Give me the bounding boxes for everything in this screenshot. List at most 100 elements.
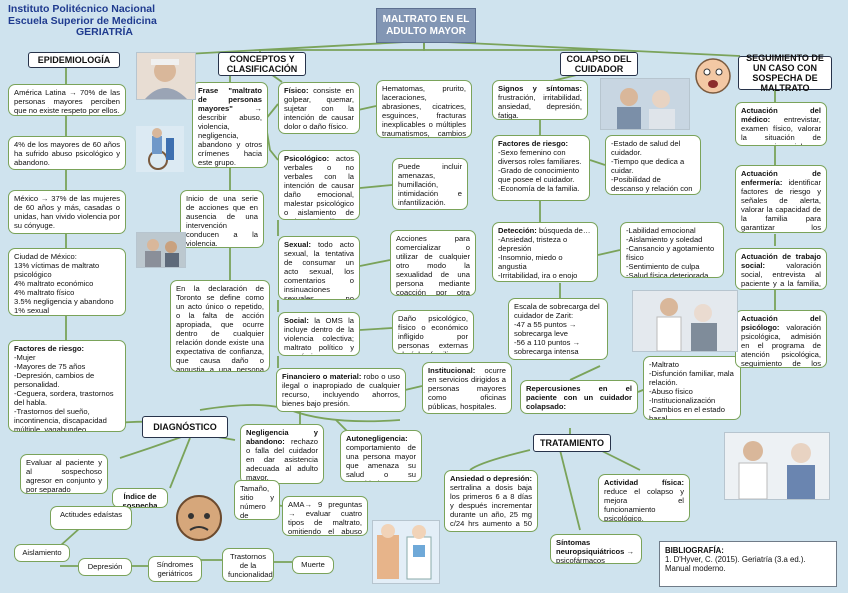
box-text: -Sexo femenino con diversos roles famili… — [498, 148, 582, 193]
tipo-autonegligencia: Autonegligencia: comportamiento de una p… — [340, 430, 422, 482]
diag-depresion: Depresión — [78, 558, 132, 576]
box-text: → psicofármacos — [556, 547, 635, 564]
box-label: Financiero o material: — [282, 372, 364, 381]
box-text: la OMS la incluye dentro de la violencia… — [284, 316, 354, 355]
tipo-psicologico: Psicológico: actos verbales o no verbale… — [278, 150, 360, 220]
tipo-social: Social: la OMS la incluye dentro de la v… — [278, 312, 360, 356]
box-label: Factores de riesgo: — [498, 139, 569, 148]
section-conceptos: CONCEPTOS Y CLASIFICACIÓN — [218, 52, 306, 76]
concepto-frase: Frase "maltrato de personas mayores" → d… — [192, 82, 268, 168]
caregiver-elder-photo — [600, 78, 690, 130]
box-label: Signos y síntomas: — [498, 84, 582, 93]
tipo-institucional: Institucional: ocurre en servicios dirig… — [422, 362, 512, 414]
fisico-ejemplos: Hematomas, prurito, laceraciones, abrasi… — [376, 80, 472, 138]
main-title: MALTRATO EN EL ADULTO MAYOR — [376, 8, 476, 43]
concepto-toronto: En la declaración de Toronto se define c… — [170, 280, 270, 372]
box-text: robo o uso ilegal o inapropiado de cualq… — [282, 372, 400, 408]
box-label: Frase "maltrato de personas mayores" — [198, 86, 262, 113]
colapso-factores: Factores de riesgo: -Sexo femenino con d… — [492, 135, 590, 201]
epi-mexico: México → 37% de las mujeres de 60 años y… — [8, 190, 126, 234]
subject-name: GERIATRÍA — [76, 26, 133, 38]
colapso-estado-salud: -Estado de salud del cuidador. -Tiempo q… — [605, 135, 701, 195]
colapso-signos: Signos y síntomas: frustración, irritabi… — [492, 80, 588, 120]
tipo-fisico: Físico: consiste en golpear, quemar, suj… — [278, 82, 360, 134]
box-label: Psicológico: — [284, 154, 336, 163]
box-text: identificar factores de riesgo y señales… — [741, 178, 821, 232]
institution-name: Instituto Politécnico Nacional — [8, 3, 156, 15]
box-text: valoración social, entrevista al pacient… — [741, 261, 821, 289]
psicologico-ejemplos: Puede incluir amenazas, humillación, int… — [392, 158, 468, 210]
box-text: ocurre en servicios dirigidos a personas… — [428, 366, 506, 411]
diag-trastornos: Trastornos de la funcionalidad — [222, 548, 274, 582]
actuacion-medico: Actuación del médico: entrevistar, exame… — [735, 102, 827, 146]
box-text: reduce el colapso y mejora el funcionami… — [604, 487, 684, 522]
tipo-sexual: Sexual: todo acto sexual, la tentativa d… — [278, 236, 360, 300]
colapso-deteccion-lista: -Labilidad emocional -Aislamiento y sole… — [620, 222, 724, 278]
diag-evaluar: Evaluar al paciente y al sospechoso agre… — [20, 454, 108, 494]
social-ejemplos: Daño psicológico, físico o económico inf… — [392, 310, 474, 354]
box-label: Factores de riesgo: — [14, 344, 85, 353]
box-label: Actuación de trabajo social: — [741, 252, 821, 270]
colapso-repercusiones: Repercusiones en el paciente con un cuid… — [520, 380, 638, 414]
doctor-consultation-photo — [724, 432, 830, 500]
actuacion-trabajo-social: Actuación de trabajo social: valoración … — [735, 248, 827, 290]
box-label: Sexual: — [284, 240, 318, 249]
tipo-negligencia: Negligencia y abandono: rechazo o falla … — [240, 424, 324, 484]
actuacion-enfermeria: Actuación de enfermería: identificar fac… — [735, 165, 827, 233]
box-text: entrevistar, examen físico, valorar la s… — [741, 115, 821, 145]
box-label: Institucional: — [428, 366, 485, 375]
diag-sindromes: Síndromes geriátricos — [148, 556, 202, 582]
doctor-patients-illustration — [372, 520, 440, 584]
diag-muerte: Muerte — [292, 556, 334, 574]
box-label: Físico: — [284, 86, 314, 95]
colapso-deteccion: Detección: búsqueda de… -Ansiedad, trist… — [492, 222, 598, 282]
institution-header: Instituto Politécnico Nacional Escuela S… — [8, 3, 157, 39]
epi-ciudad-mexico: Ciudad de México: 13% víctimas de maltra… — [8, 248, 126, 316]
box-text: sertralina a dosis baja los primeros 6 a… — [450, 483, 532, 531]
box-label: Actuación del psicólogo: — [741, 314, 821, 332]
section-epidemiologia: EPIDEMIOLOGÍA — [28, 52, 120, 68]
box-label: Síntomas neuropsiquiátricos — [556, 538, 627, 556]
bibliografia: BIBLIOGRAFÍA: 1. D'Hyver, C. (2015). Ger… — [659, 541, 837, 587]
box-label: Actuación de enfermería: — [741, 169, 821, 187]
trat-ansiedad: Ansiedad o depresión: sertralina a dosis… — [444, 470, 538, 532]
section-diagnostico: DIAGNÓSTICO — [142, 416, 228, 438]
tipo-financiero: Financiero o material: robo o uso ilegal… — [276, 368, 406, 412]
nurse-elder-photo — [632, 290, 738, 352]
diag-tamano: Tamaño, sitio y número de lesiones. — [234, 480, 280, 520]
stressed-face-illustration — [694, 54, 732, 98]
box-text: → describir abuso, violencia, negligenci… — [198, 104, 262, 167]
concepto-inicio: Inicio de una serie de acciones que en a… — [180, 190, 264, 248]
repercusiones-lista: -Maltrato -Disfunción familiar, mala rel… — [643, 356, 741, 420]
box-text: frustración, irritabilidad, ansiedad, de… — [498, 93, 582, 120]
box-label: Social: — [284, 316, 315, 325]
elderly-man-photo — [136, 52, 196, 100]
box-text: valoración psicológica, admisión en el p… — [741, 323, 821, 368]
diag-ama: AMA→ 9 preguntas → evaluar cuatro tipos … — [282, 496, 368, 536]
trat-actividad: Actividad física: reduce el colapso y me… — [598, 474, 690, 522]
box-label: Actuación del médico: — [741, 106, 821, 124]
caregiver-photo — [136, 232, 186, 268]
epi-america-latina: América Latina → 70% de las personas may… — [8, 84, 126, 116]
box-text: actos verbales o no verbales con la inte… — [284, 154, 354, 219]
box-label: Negligencia y abandono: — [246, 428, 318, 446]
box-text: -Mujer -Mayores de 75 años -Depresión, c… — [14, 353, 114, 432]
box-text: comportamiento de una persona mayor que … — [346, 443, 416, 481]
section-tratamiento: TRATAMIENTO — [533, 434, 611, 452]
wheelchair-illustration — [136, 126, 184, 172]
box-label: Autonegligencia: — [346, 434, 408, 443]
section-seguimiento: SEGUIMIENTO DE UN CASO CON SOSPECHA DE M… — [738, 53, 832, 93]
diag-actitudes: Actitudes edaístas — [50, 506, 132, 530]
worried-elder-illustration — [168, 490, 230, 548]
box-text: búsqueda de… -Ansiedad, tristeza o depre… — [498, 226, 591, 280]
box-label: Ansiedad o depresión: — [450, 474, 532, 483]
epi-factores-riesgo: Factores de riesgo: -Mujer -Mayores de 7… — [8, 340, 126, 432]
diag-indice-sospecha: Índice de sospecha — [112, 488, 168, 508]
box-label: Detección: — [498, 226, 539, 235]
school-name: Escuela Superior de Medicina — [8, 14, 157, 27]
actuacion-psicologo: Actuación del psicólogo: valoración psic… — [735, 310, 827, 368]
bibliografia-title: BIBLIOGRAFÍA: — [665, 546, 724, 555]
trat-sintomas: Síntomas neuropsiquiátricos → psicofárma… — [550, 534, 642, 564]
escala-zarit: Escala de sobrecarga del cuidador de Zar… — [508, 298, 608, 360]
box-text: todo acto sexual, la tentativa de consum… — [284, 240, 354, 300]
